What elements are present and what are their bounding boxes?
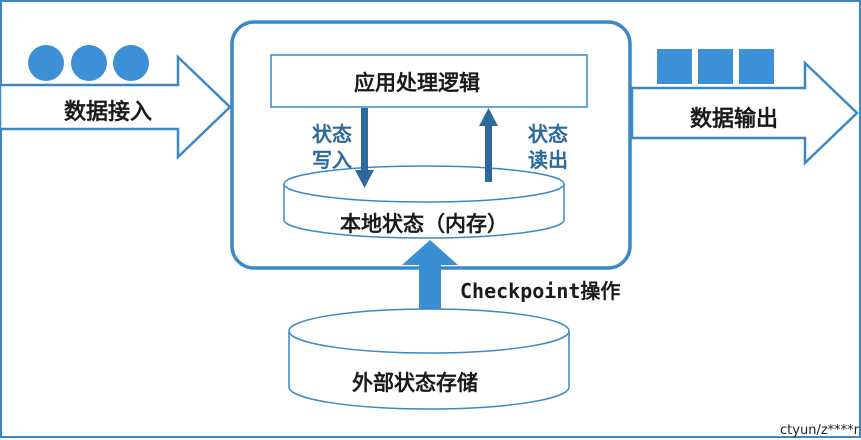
input-label: 数据接入 bbox=[64, 100, 153, 125]
state-read-arrow bbox=[479, 108, 498, 182]
square-icon bbox=[739, 49, 774, 84]
external-storage-label: 外部状态存储 bbox=[352, 371, 478, 395]
square-icon bbox=[657, 49, 692, 84]
circle-icon bbox=[113, 45, 149, 81]
output-label: 数据输出 bbox=[690, 107, 779, 132]
input-arrow bbox=[0, 54, 232, 160]
local-state-label: 本地状态（内存） bbox=[340, 212, 508, 236]
state-write-line2: 写入 bbox=[312, 148, 352, 172]
app-logic-label: 应用处理逻辑 bbox=[354, 71, 480, 95]
circle-icon bbox=[71, 45, 107, 81]
watermark-text: ctyun/z****r bbox=[780, 423, 859, 438]
output-arrow bbox=[630, 60, 859, 166]
app-logic-box bbox=[270, 54, 588, 108]
state-write-line1: 状态 bbox=[312, 122, 352, 146]
state-read-line1: 状态 bbox=[528, 122, 568, 146]
circle-icon bbox=[28, 45, 64, 81]
checkpoint-label: Checkpoint操作 bbox=[460, 279, 621, 303]
square-icon bbox=[698, 49, 733, 84]
state-read-line2: 读出 bbox=[528, 148, 568, 172]
local-state-cylinder bbox=[283, 165, 565, 239]
state-write-arrow bbox=[355, 108, 374, 188]
external-storage-cylinder bbox=[288, 308, 570, 410]
